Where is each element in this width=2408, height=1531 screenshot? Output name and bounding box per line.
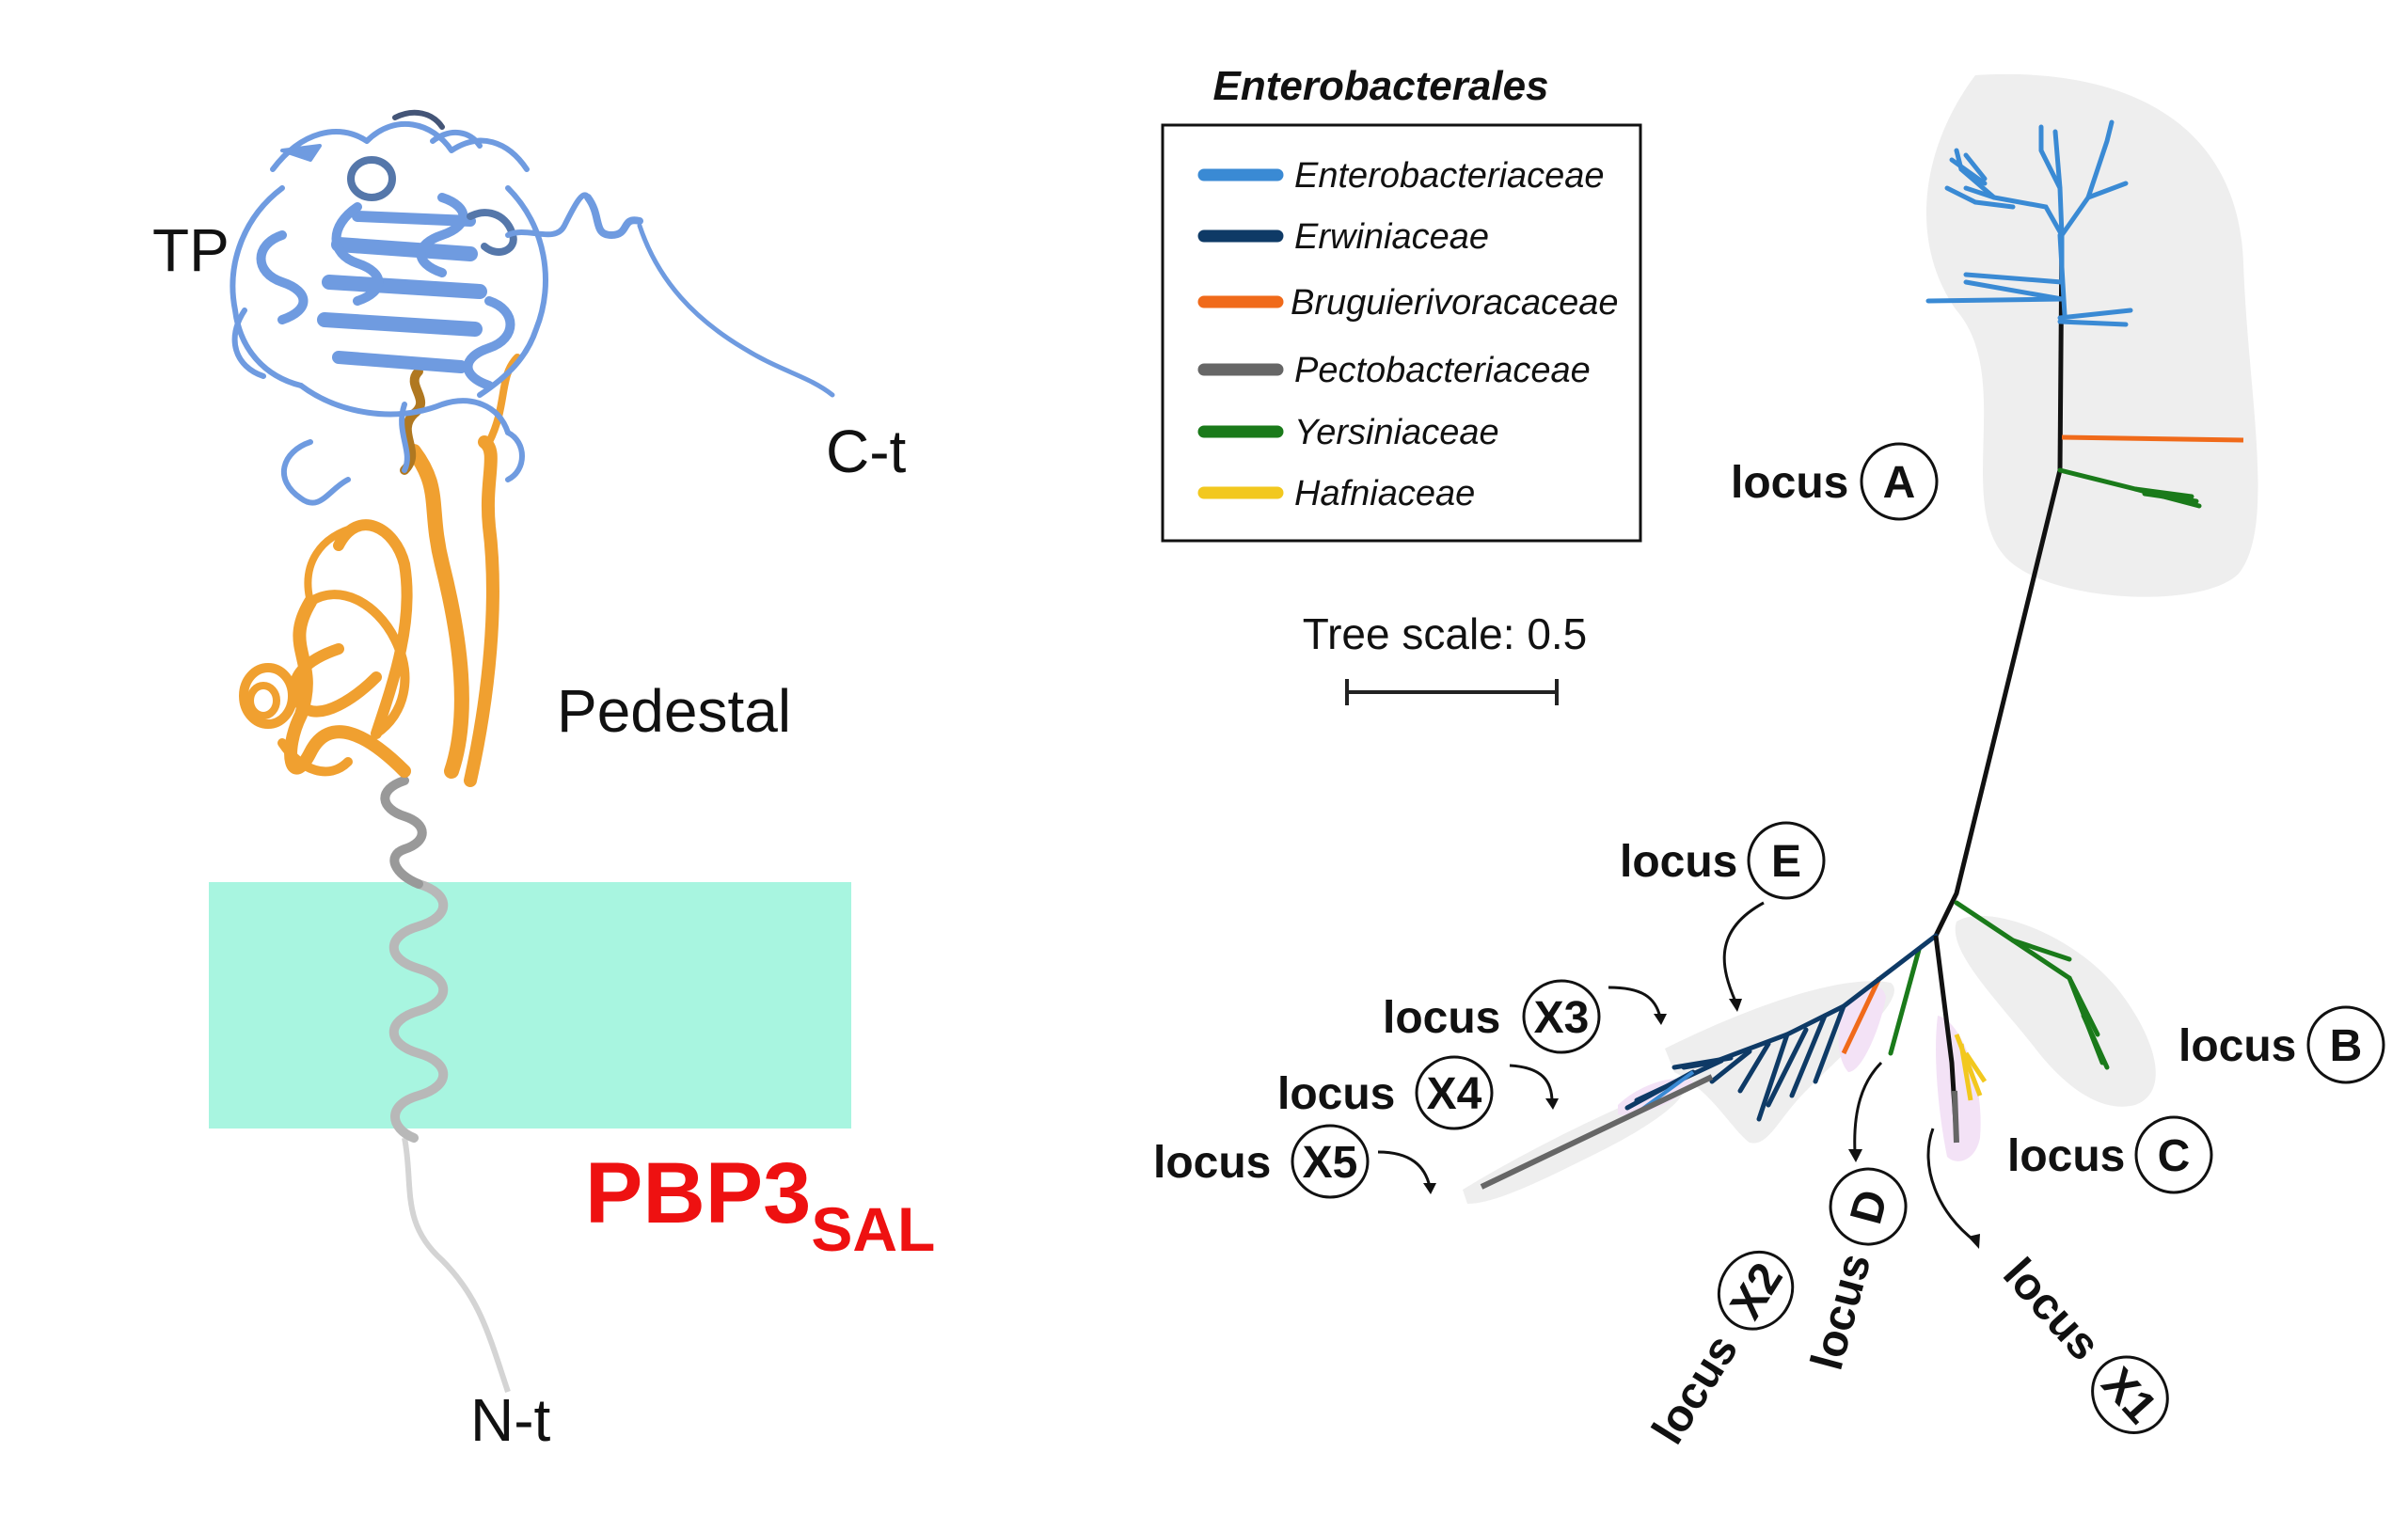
arrowhead — [1968, 1234, 1980, 1249]
locus-circle — [1522, 979, 1601, 1054]
locus-word: locus — [1620, 837, 1737, 887]
locus-circle — [2306, 1005, 2385, 1084]
locus-word: locus — [2178, 1021, 2296, 1071]
locus-letter: X4 — [1427, 1069, 1482, 1119]
arrow-x4 — [1509, 1064, 1554, 1103]
legend-title: Enterobacterales — [1212, 63, 1548, 109]
legend-item: Yersiniaceae — [1197, 413, 1499, 452]
locus-b-label: locus B — [2178, 1005, 2385, 1084]
locus-word: locus — [1643, 1326, 1748, 1452]
locus-circle — [2134, 1115, 2213, 1194]
legend-label: Erwiniaceae — [1294, 217, 1489, 257]
protein-name-subscript: SAL — [811, 1194, 935, 1264]
arrow-e — [1722, 901, 1765, 1002]
legend-label: Yersiniaceae — [1294, 413, 1499, 452]
phylogenetic-tree — [1377, 73, 2258, 1249]
legend: Enterobacterales Enterobacteriaceae Erwi… — [1161, 63, 1642, 543]
bruguierivoracaceae-branch — [2061, 434, 2244, 443]
tp-domain — [230, 109, 835, 506]
locus-word: locus — [1802, 1248, 1881, 1375]
pedestal-domain — [239, 354, 521, 787]
locus-word: locus — [1383, 993, 1500, 1043]
locus-circle — [1717, 1250, 1795, 1331]
membrane-box — [209, 882, 851, 1129]
locus-letter: B — [2330, 1021, 2363, 1071]
arrow-d — [1853, 1061, 1883, 1153]
locus-circle — [1860, 442, 1939, 521]
locus-word: locus — [1153, 1138, 1271, 1188]
locus-letter: E — [1771, 837, 1801, 887]
pectobacteriaceae-branch — [1480, 1074, 1714, 1190]
locus-x2-label: locus X2 — [1643, 1250, 1795, 1453]
locus-word: locus — [2007, 1131, 2125, 1181]
legend-box — [1161, 123, 1642, 543]
arrow-x5 — [1377, 1150, 1432, 1188]
arrow-x3 — [1608, 986, 1662, 1018]
legend-item: Enterobacteriaceae — [1197, 156, 1605, 196]
legend-label: Pectobacteriaceae — [1294, 351, 1591, 390]
yersiniaceae-branches — [1888, 467, 2202, 1070]
transmembrane-helix — [380, 776, 449, 1143]
locus-circle — [1291, 1124, 1370, 1199]
legend-item: Bruguierivoracaceae — [1197, 283, 1619, 323]
arrowhead — [1545, 1098, 1559, 1110]
locus-x5-label: locus X5 — [1153, 1124, 1370, 1199]
legend-item: Hafniaceae — [1197, 474, 1475, 513]
clade-c-shade — [1936, 1016, 1981, 1161]
pedestal-label: Pedestal — [557, 677, 791, 745]
locus-letter: X3 — [1534, 993, 1590, 1043]
arrow-heads — [1423, 999, 1980, 1249]
locus-labels: locus A locus E locus X3 locus X4 locus … — [1153, 442, 2385, 1453]
n-terminal-tail — [402, 1137, 511, 1393]
n-terminal-label: N-t — [470, 1386, 551, 1454]
legend-label: Bruguierivoracaceae — [1291, 283, 1619, 323]
locus-x1-label: locus X1 — [1993, 1249, 2169, 1434]
enterobacteriaceae-branches — [1925, 119, 2133, 327]
legend-item: Pectobacteriaceae — [1197, 351, 1591, 390]
locus-x4-label: locus X4 — [1277, 1055, 1494, 1130]
arrow-x1 — [1926, 1128, 1976, 1243]
tree-scale-label: Tree scale: 0.5 — [1303, 609, 1588, 658]
locus-letter: X5 — [1303, 1138, 1358, 1188]
legend-label: Enterobacteriaceae — [1294, 156, 1605, 196]
clade-a-shade — [1925, 73, 2258, 597]
locus-word: locus — [1731, 458, 1848, 508]
legend-item: Erwiniaceae — [1197, 217, 1489, 257]
protein-name-main: PBP3 — [585, 1145, 811, 1241]
arrowhead — [1848, 1149, 1862, 1162]
locus-circle — [1415, 1055, 1494, 1130]
locus-circle — [1747, 821, 1826, 900]
locus-word: locus — [1277, 1069, 1395, 1119]
annotation-arrows — [1377, 901, 1976, 1243]
locus-letter: C — [2158, 1131, 2191, 1181]
protein-name: PBP3SAL — [585, 1145, 935, 1264]
locus-letter: A — [1883, 458, 1916, 508]
locus-circle — [1829, 1167, 1908, 1246]
locus-word: locus — [1993, 1249, 2109, 1370]
arrowhead — [1654, 1014, 1667, 1025]
hafniaceae-branches — [1954, 1034, 1988, 1101]
arrowhead — [1729, 999, 1742, 1012]
tree-scale: Tree scale: 0.5 — [1303, 609, 1588, 705]
locus-c-label: locus C — [2007, 1115, 2213, 1194]
c-terminal-label: C-t — [826, 418, 907, 485]
bruguierivoracaceae-branch — [1841, 976, 1882, 1055]
locus-e-label: locus E — [1620, 821, 1826, 900]
legend-label: Hafniaceae — [1294, 474, 1475, 513]
locus-circle — [2091, 1355, 2169, 1434]
arrowhead — [1423, 1183, 1436, 1194]
tp-label: TP — [152, 216, 230, 284]
locus-a-label: locus A — [1731, 442, 1939, 521]
clade-d-shade — [1838, 986, 1886, 1072]
clade-b-shade — [1955, 915, 2156, 1107]
locus-d-label: locus D — [1802, 1167, 1908, 1375]
locus-x3-label: locus X3 — [1383, 979, 1601, 1054]
tree-backbone — [1933, 234, 2065, 938]
pectobacteriaceae-branch — [1952, 1090, 1959, 1144]
protein-structure: TP C-t Pedestal N-t PBP3SAL — [152, 109, 935, 1454]
